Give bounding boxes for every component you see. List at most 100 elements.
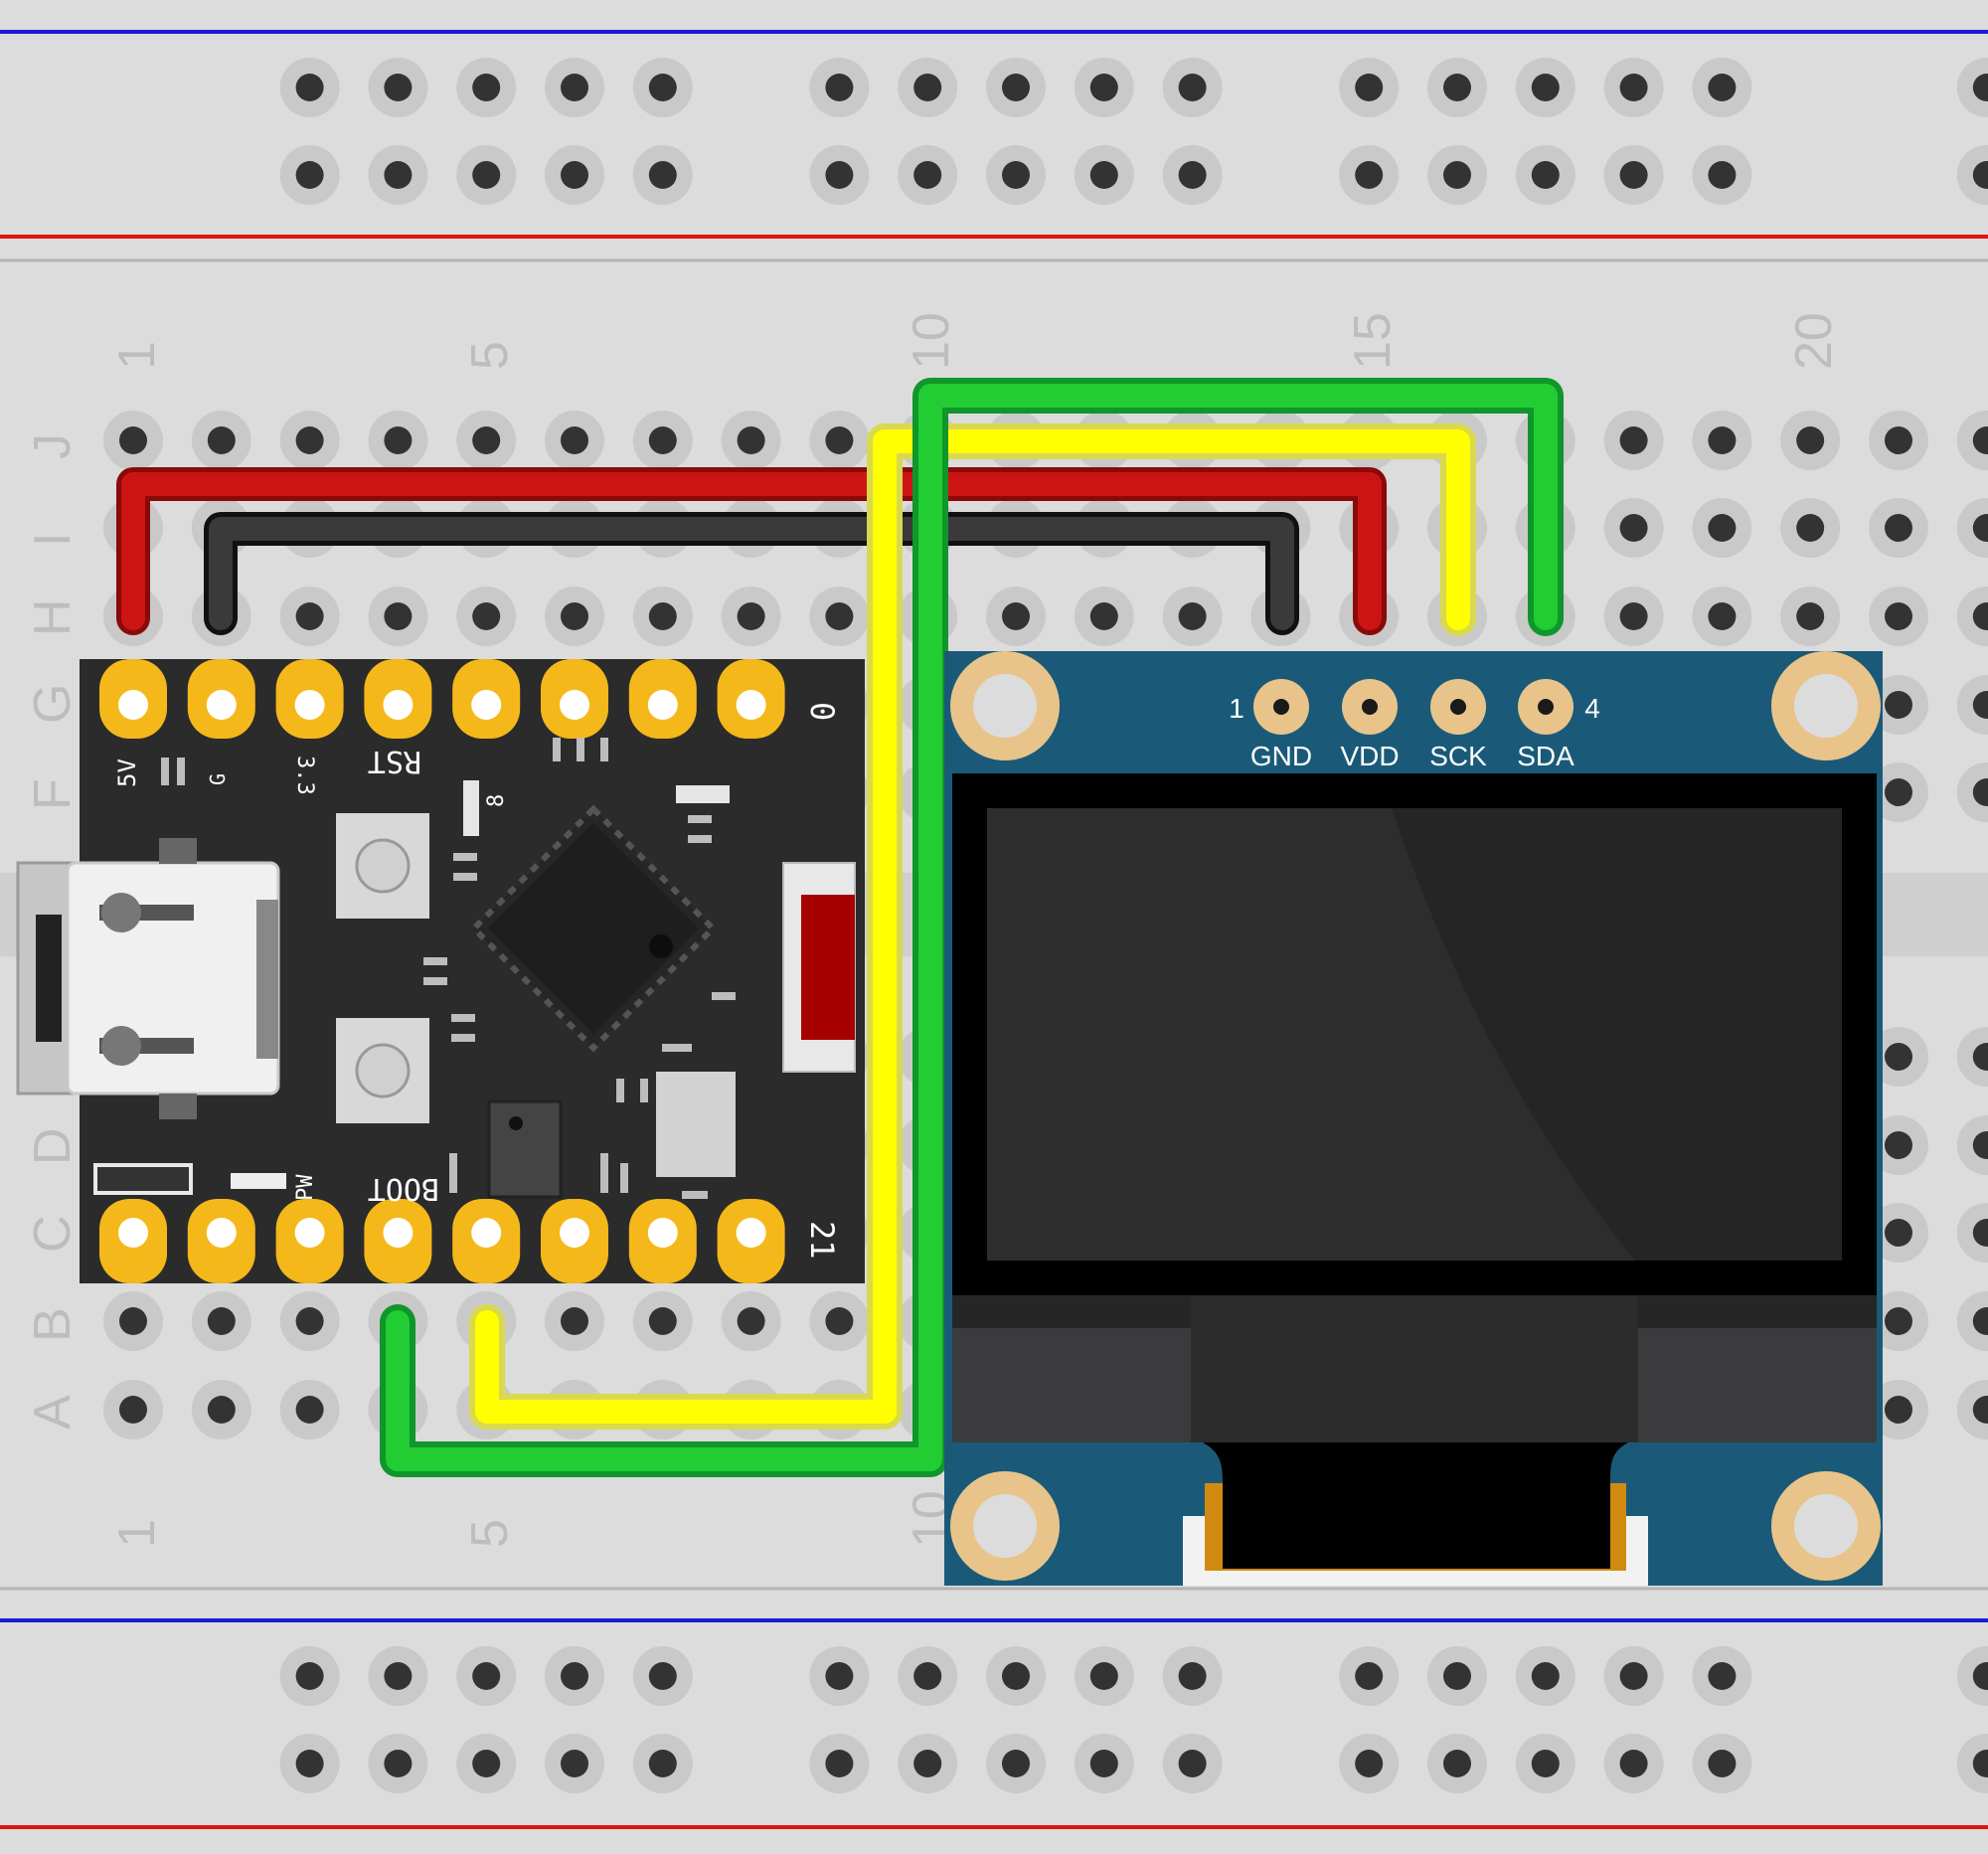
rst-button[interactable]: [336, 813, 429, 919]
breadboard-hole-center: [825, 1662, 854, 1690]
breadboard-hole-center: [207, 1307, 236, 1335]
breadboard-hole-center: [472, 161, 501, 189]
breadboard-hole-center: [1708, 74, 1737, 101]
breadboard-hole-center: [384, 602, 413, 630]
breadboard-hole-center: [1885, 778, 1912, 806]
breadboard-hole-center: [119, 1307, 147, 1335]
column-numbers-top: 1 5 10 15 20: [108, 312, 1843, 370]
breadboard-hole-center: [1002, 1662, 1030, 1690]
breadboard-hole: [1956, 498, 1988, 558]
mcu-pin-hole: [647, 1218, 678, 1248]
col-label-1: 1: [108, 341, 166, 370]
breadboard-hole-center: [1531, 1750, 1560, 1777]
breadboard-hole-center: [648, 161, 677, 189]
breadboard-hole-center: [1708, 602, 1737, 630]
mcu-pin-hole: [383, 1218, 414, 1248]
usb-c-connector: [16, 838, 280, 1119]
breadboard-hole-center: [825, 426, 854, 454]
breadboard-hole-center: [1619, 74, 1648, 101]
breadboard-hole-center: [1885, 1219, 1912, 1247]
breadboard-hole-center: [1178, 1750, 1207, 1777]
breadboard-hole-center: [561, 1307, 588, 1335]
wires-under: [116, 467, 1387, 635]
breadboard-hole-center: [295, 1307, 324, 1335]
breadboard-hole: [1956, 1734, 1988, 1793]
row-label-B: B: [24, 1307, 82, 1342]
breadboard-hole-center: [737, 426, 765, 454]
mcu-pin-hole: [118, 690, 148, 720]
oled-pin-4-marker: 4: [1584, 693, 1600, 724]
breadboard-hole-center: [119, 1396, 147, 1424]
breadboard-hole-center: [1619, 1662, 1648, 1690]
breadboard-hole-center: [1619, 1750, 1648, 1777]
mcu-pin-hole: [471, 1218, 502, 1248]
label-8: 8: [484, 794, 509, 807]
breadboard-hole-center: [825, 1307, 854, 1335]
breadboard-hole-center: [648, 74, 677, 101]
status-led: [463, 780, 479, 836]
regulator-ic: [487, 1099, 563, 1199]
breadboard-hole-center: [825, 602, 854, 630]
breadboard-hole-center: [1885, 1043, 1912, 1071]
crystal-component: [656, 1072, 736, 1177]
mcu-pin-hole: [736, 1218, 766, 1248]
breadboard-hole-center: [1089, 1750, 1118, 1777]
breadboard-hole-center: [825, 161, 854, 189]
boot-button[interactable]: [336, 1018, 429, 1123]
breadboard-hole-center: [1355, 161, 1384, 189]
mcu-pin-hole: [206, 690, 237, 720]
breadboard-hole-center: [384, 1662, 413, 1690]
breadboard-hole-center: [1002, 161, 1030, 189]
mcu-pin-hole: [736, 690, 766, 720]
oled-pin-gnd-label: GND: [1250, 741, 1312, 771]
breadboard-hole-center: [913, 1750, 942, 1777]
pw-led: [231, 1173, 286, 1189]
breadboard-hole-center: [737, 1307, 765, 1335]
breadboard-hole-center: [1355, 1750, 1384, 1777]
breadboard-hole-center: [1619, 426, 1648, 454]
row-label-D: D: [24, 1127, 82, 1165]
mcu-pin-hole: [647, 690, 678, 720]
breadboard-hole-center: [648, 1750, 677, 1777]
breadboard-hole-center: [384, 74, 413, 101]
breadboard-hole-center: [1178, 74, 1207, 101]
breadboard-hole-center: [825, 74, 854, 101]
mcu-pin-hole: [118, 1218, 148, 1248]
breadboard-hole-center: [1972, 602, 1988, 630]
breadboard-hole-center: [1972, 778, 1988, 806]
oled-pin-vdd-label: VDD: [1340, 741, 1399, 771]
oled-pin-pads: [1253, 679, 1574, 735]
breadboard-hole-center: [1796, 426, 1825, 454]
breadboard-hole-center: [1089, 1662, 1118, 1690]
breadboard-hole-center: [472, 426, 501, 454]
breadboard-hole-center: [1178, 1662, 1207, 1690]
breadboard-hole-center: [1708, 1750, 1737, 1777]
mcu-chip: [469, 804, 718, 1053]
breadboard-hole-center: [1619, 514, 1648, 542]
mcu-pin-hole: [560, 1218, 589, 1248]
breadboard-hole-center: [561, 602, 588, 630]
label-g: G: [206, 773, 230, 785]
breadboard-hole-center: [913, 74, 942, 101]
breadboard-hole-center: [1619, 161, 1648, 189]
breadboard-hole-center: [561, 1662, 588, 1690]
breadboard-hole: [1956, 1027, 1988, 1087]
breadboard-hole-center: [1885, 1307, 1912, 1335]
breadboard-hole-center: [561, 74, 588, 101]
col-label-20: 20: [1785, 312, 1843, 370]
breadboard-hole-center: [1972, 514, 1988, 542]
breadboard-hole: [1956, 1646, 1988, 1706]
breadboard-hole-center: [561, 426, 588, 454]
breadboard-hole-center: [295, 602, 324, 630]
col-label-15: 15: [1344, 312, 1402, 370]
oled-pin-1-marker: 1: [1229, 693, 1244, 724]
breadboard-hole-center: [1708, 161, 1737, 189]
breadboard-hole-center: [1972, 1662, 1988, 1690]
breadboard-hole-center: [295, 426, 324, 454]
breadboard-hole-center: [1885, 602, 1912, 630]
breadboard-hole-center: [561, 161, 588, 189]
breadboard-hole-center: [384, 426, 413, 454]
breadboard-hole-center: [1972, 1043, 1988, 1071]
label-5v: 5V: [113, 758, 141, 787]
breadboard-hole-center: [1443, 161, 1471, 189]
